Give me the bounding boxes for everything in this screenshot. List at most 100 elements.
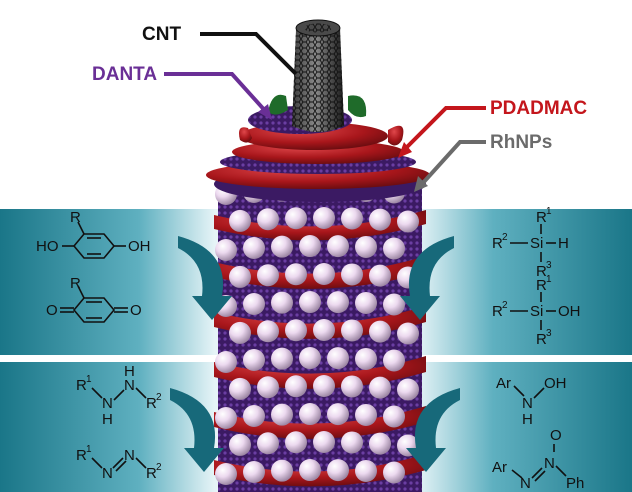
rhnp-particle: [285, 319, 307, 342]
rhnp-particle: [313, 263, 335, 286]
carbon-nanotube: [292, 19, 344, 132]
svg-text:3: 3: [546, 328, 552, 339]
svg-text:2: 2: [502, 300, 508, 311]
reaction-silane: R 1 R 2 Si H R 3 R 1 R 2 Si OH R 3: [492, 206, 581, 348]
rhnp-particle: [299, 459, 321, 482]
rhnp-particle: [341, 263, 363, 286]
hq-r: R: [70, 209, 81, 226]
rhnp-particle: [257, 432, 279, 455]
rhnp-particle: [229, 265, 251, 288]
svg-text:3: 3: [546, 260, 552, 271]
rhnp-particle: [257, 376, 279, 399]
svg-text:2: 2: [502, 232, 508, 243]
rhnp-particle: [369, 264, 391, 287]
rhnp-particle: [229, 209, 251, 232]
silanol-r1: R: [536, 277, 547, 294]
q-r: R: [70, 275, 81, 292]
reaction-hydrazine: R 1 N H N H R 2 R 1 N N R 2: [76, 363, 162, 482]
rhnp-particle: [383, 461, 405, 484]
rhnp-particle: [341, 375, 363, 398]
rhnp-particle: [299, 235, 321, 258]
rhnp-particle: [341, 319, 363, 342]
label-rhnps: RhNPs: [414, 132, 552, 192]
rhnp-particle: [257, 264, 279, 287]
rhnp-particle: [355, 235, 377, 258]
rhnp-particle: [299, 403, 321, 426]
rhnp-particle: [369, 208, 391, 231]
rhnp-particle: [215, 351, 237, 374]
rhnp-particle: [271, 235, 293, 258]
rhnp-particle: [271, 403, 293, 426]
silane-h: H: [558, 235, 569, 252]
ha-oh: OH: [544, 375, 567, 392]
rhnp-particle: [257, 320, 279, 343]
svg-text:2: 2: [156, 462, 162, 473]
rhnp-particle: [313, 319, 335, 342]
silanol-si: Si: [530, 303, 543, 320]
rhnp-particle: [215, 463, 237, 486]
rhnp-particle: [341, 207, 363, 230]
rhnp-particle: [313, 431, 335, 454]
rhnp-particle: [215, 407, 237, 430]
azo-n2: N: [124, 447, 135, 464]
ha-ar: Ar: [496, 375, 511, 392]
rhnp-particle: [229, 321, 251, 344]
rhnp-particle: [355, 403, 377, 426]
rhnp-particles: [215, 179, 419, 486]
rhnp-particle: [285, 263, 307, 286]
reaction-hydroxylamine: Ar N H OH O Ar N N Ph: [492, 375, 584, 492]
rhnp-particle: [229, 377, 251, 400]
svg-text:1: 1: [546, 274, 552, 285]
rhnp-particle: [369, 432, 391, 455]
reaction-hydroquinone: R HO OH R O O: [36, 209, 151, 323]
azoxy-ph: Ph: [566, 475, 584, 492]
ha-h: H: [522, 411, 533, 428]
reaction-arrows: [170, 236, 460, 472]
rhnps-label: RhNPs: [490, 132, 552, 153]
rhnp-particle: [369, 376, 391, 399]
rhnp-particle: [285, 207, 307, 230]
rhnp-particle: [313, 375, 335, 398]
rhnp-particle: [327, 459, 349, 482]
pdadmac-label: PDADMAC: [490, 98, 587, 119]
azo-r1: R: [76, 447, 87, 464]
silane-r3: R: [536, 263, 547, 280]
rhnp-particle: [355, 347, 377, 370]
hydrazine-n1: N: [102, 395, 113, 412]
rhnp-particle: [327, 403, 349, 426]
rhnp-particle: [383, 349, 405, 372]
azoxy-n1: N: [520, 475, 531, 492]
azoxy-o: O: [550, 427, 562, 444]
label-danta: DANTA: [92, 64, 272, 120]
rhnp-particle: [243, 348, 265, 371]
rhnp-particle: [215, 239, 237, 262]
cnt-label: CNT: [142, 24, 181, 45]
rhnp-particle: [341, 431, 363, 454]
rhnp-particle: [313, 207, 335, 230]
ha-n: N: [522, 395, 533, 412]
hydrazine-r2: R: [146, 395, 157, 412]
hq-oh: OH: [128, 238, 151, 255]
rhnp-particle: [369, 320, 391, 343]
azoxy-n2: N: [544, 455, 555, 472]
azo-n1: N: [102, 465, 113, 482]
rhnp-particle: [271, 459, 293, 482]
rhnp-particle: [327, 235, 349, 258]
hydrazine-h1: H: [102, 411, 113, 428]
rhnp-particle: [397, 322, 419, 345]
svg-text:1: 1: [86, 444, 92, 455]
rhnp-particle: [327, 347, 349, 370]
rhnp-particle: [271, 291, 293, 314]
q-o2: O: [130, 302, 142, 319]
hq-ho: HO: [36, 238, 59, 255]
rhnp-particle: [243, 292, 265, 315]
silane-si: Si: [530, 235, 543, 252]
label-cnt: CNT: [142, 24, 298, 76]
hydrazine-n2: N: [124, 377, 135, 394]
rhnp-particle: [285, 431, 307, 454]
rhnp-particle: [229, 433, 251, 456]
rhnp-particle: [243, 460, 265, 483]
silanol-r3: R: [536, 331, 547, 348]
danta-label: DANTA: [92, 64, 157, 85]
rhnp-particle: [383, 405, 405, 428]
